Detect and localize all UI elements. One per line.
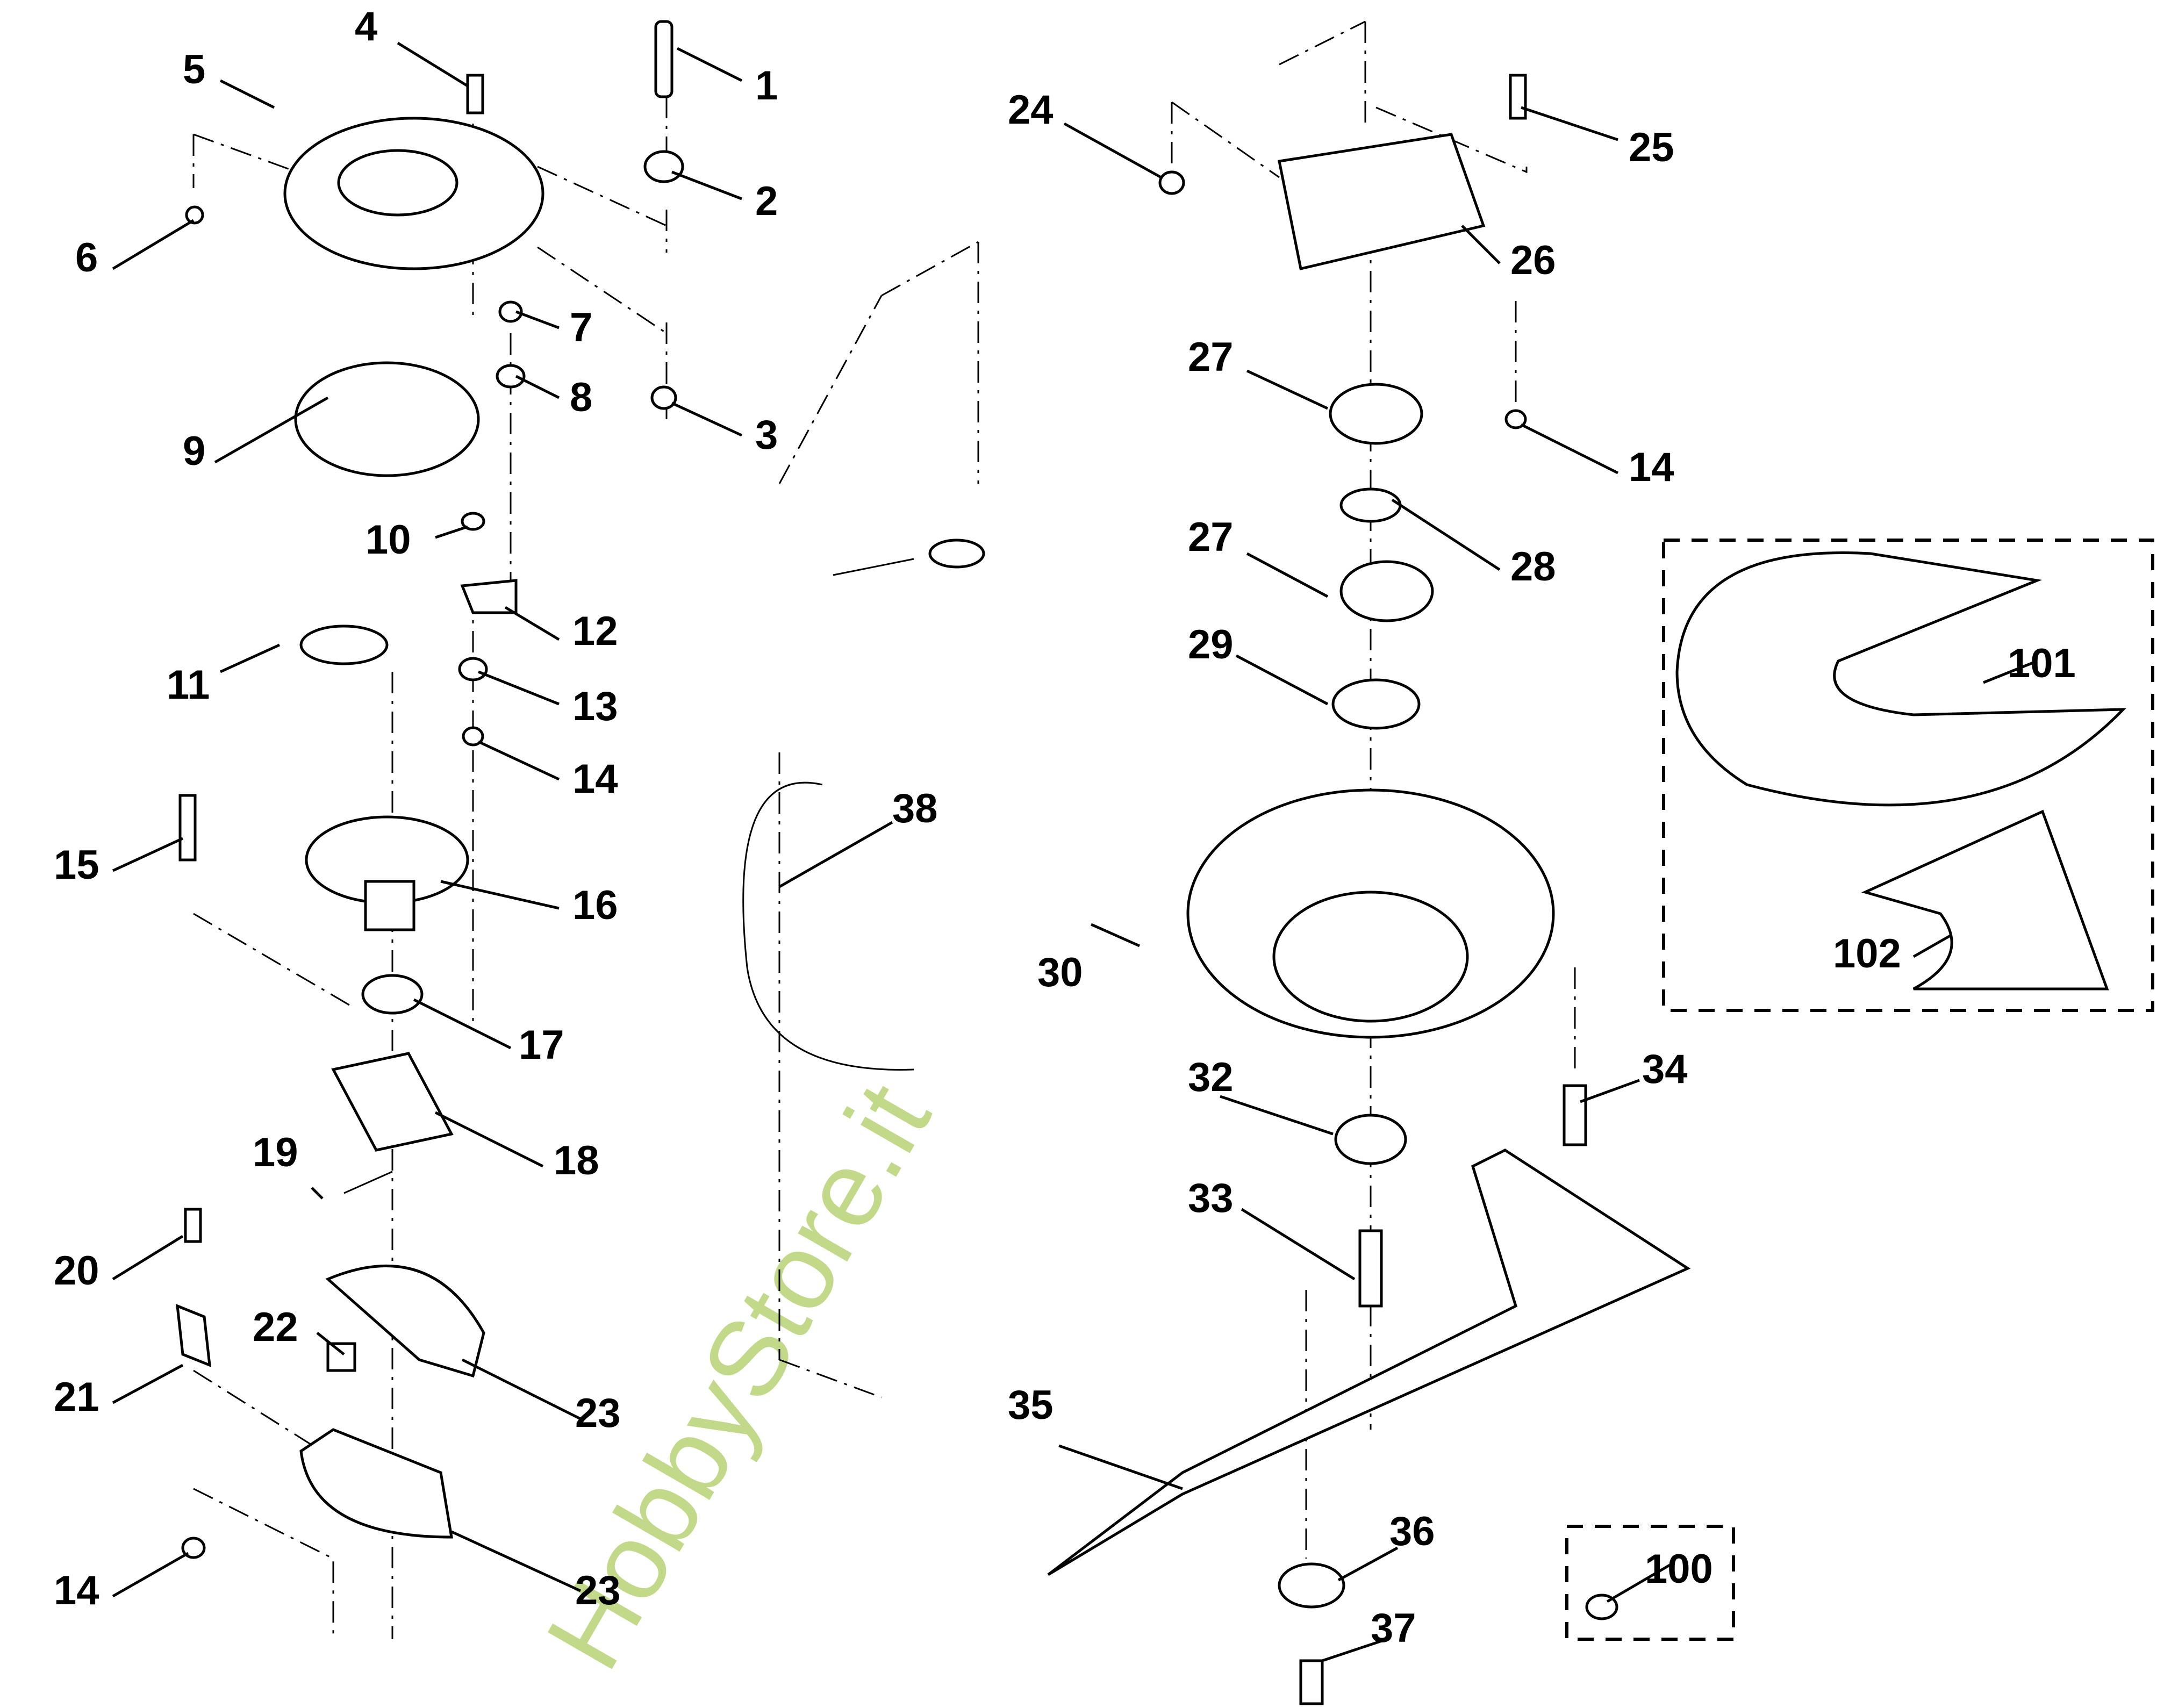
callout-11: 11 [167, 662, 210, 708]
callout-100: 100 [1645, 1546, 1713, 1592]
callout-13: 13 [572, 684, 618, 729]
callout-23b: 23 [575, 1568, 621, 1613]
callout-7: 7 [570, 305, 592, 350]
callout-34: 34 [1642, 1046, 1688, 1092]
callout-8: 8 [570, 375, 592, 420]
callout-17: 17 [519, 1022, 564, 1068]
callout-9: 9 [183, 428, 205, 474]
callout-2: 2 [755, 178, 778, 224]
callout-15: 15 [54, 842, 99, 888]
callout-23a: 23 [575, 1390, 621, 1436]
callout-14b: 14 [1629, 444, 1674, 490]
callout-20: 20 [54, 1248, 99, 1294]
callout-6: 6 [75, 235, 98, 281]
callout-35: 35 [1008, 1382, 1054, 1428]
callout-32: 32 [1188, 1054, 1234, 1100]
callout-14a: 14 [572, 756, 618, 802]
callout-33: 33 [1188, 1175, 1234, 1221]
callout-14c: 14 [54, 1568, 99, 1613]
callout-38: 38 [892, 786, 938, 831]
callout-102: 102 [1833, 931, 1901, 977]
callout-10: 10 [366, 517, 411, 563]
callout-30: 30 [1037, 950, 1083, 995]
callout-101: 101 [2008, 641, 2076, 686]
callout-25: 25 [1629, 125, 1674, 170]
callout-37: 37 [1371, 1605, 1416, 1651]
callout-36: 36 [1389, 1509, 1435, 1554]
callout-16: 16 [572, 882, 618, 928]
callout-12: 12 [572, 608, 618, 654]
callout-27b: 27 [1188, 514, 1234, 560]
callout-26: 26 [1510, 238, 1556, 283]
callout-labels: 1 2 3 4 5 6 7 8 9 10 11 12 13 14 14 14 1… [54, 4, 2076, 1651]
callout-29: 29 [1188, 622, 1234, 668]
kit-box-101-102 [1662, 539, 2154, 1012]
callout-3: 3 [755, 412, 778, 458]
callout-27a: 27 [1188, 334, 1234, 380]
callout-22: 22 [253, 1304, 298, 1350]
callout-21: 21 [54, 1374, 99, 1420]
callout-4: 4 [355, 4, 377, 49]
callout-24: 24 [1008, 87, 1054, 133]
callout-19: 19 [253, 1130, 298, 1175]
callout-18: 18 [554, 1138, 599, 1183]
callout-5: 5 [183, 47, 205, 92]
callout-28: 28 [1510, 544, 1556, 590]
leader-lines [112, 41, 2038, 1662]
parts [176, 20, 2127, 1705]
callout-1: 1 [755, 63, 778, 109]
